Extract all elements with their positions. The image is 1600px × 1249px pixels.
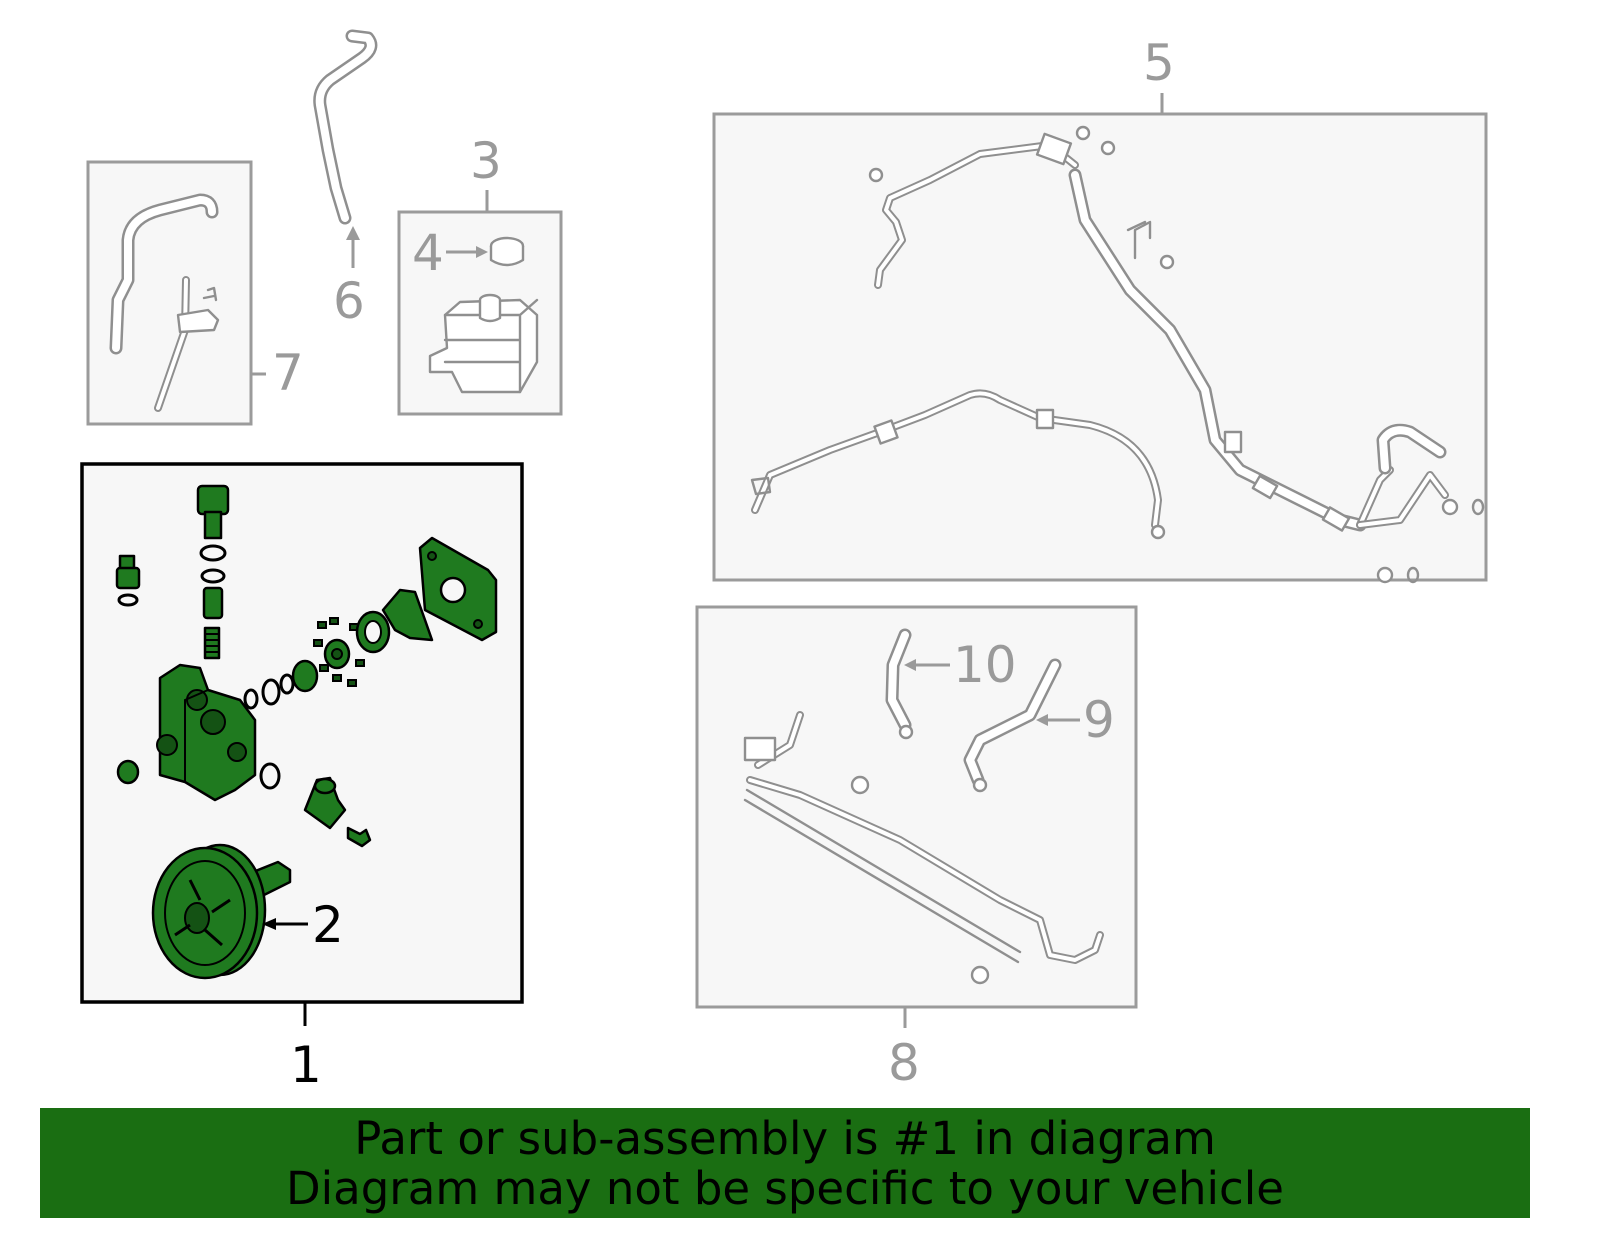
callout-5: 5 [1143,34,1175,92]
callout-8: 8 [888,1034,920,1092]
bolt-lower [970,965,990,985]
part-5-hose-group[interactable]: 5 [712,34,1488,584]
info-banner: Part or sub-assembly is #1 in diagram Di… [40,1108,1530,1218]
callout-10: 10 [953,636,1017,694]
part-6-hose[interactable]: 6 [313,29,378,330]
callout-7: 7 [272,344,304,402]
part-3-reservoir-group[interactable]: 3 4 [397,132,563,416]
callout-1: 1 [290,1036,322,1094]
part-9-hose[interactable]: 9 [963,658,1115,793]
banner-line-1: Part or sub-assembly is #1 in diagram [354,1112,1216,1165]
part-1-pump-assembly[interactable]: 2 1 [80,462,524,1094]
callout-3: 3 [470,132,502,190]
bolt-upper [850,775,870,795]
callout-4: 4 [412,224,444,282]
part-7-group[interactable]: 7 [86,160,304,426]
callout-6: 6 [333,272,365,330]
banner-line-2: Diagram may not be specific to your vehi… [286,1162,1284,1215]
callout-2: 2 [312,896,344,954]
part-8-cooler-group[interactable]: 8 [695,605,1138,1092]
part-10-hose[interactable]: 10 [885,628,1017,740]
callout-9: 9 [1083,691,1115,749]
